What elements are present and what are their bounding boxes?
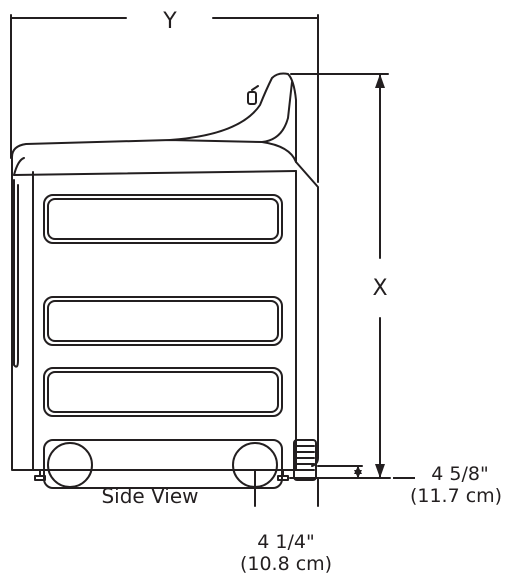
y-dimension-line bbox=[10, 14, 319, 183]
rear-clearance-imperial: 4 5/8" bbox=[431, 463, 488, 485]
side-view-caption: Side View bbox=[101, 484, 198, 508]
dimension-x-label: X bbox=[372, 276, 387, 301]
dryer-cabinet bbox=[11, 139, 319, 471]
control-console bbox=[169, 72, 297, 163]
foot-offset-imperial: 4 1/4" bbox=[257, 531, 314, 553]
x-arrow-bottom bbox=[375, 464, 385, 478]
x-arrow-top bbox=[375, 74, 385, 88]
vent-arrow-bottom bbox=[354, 470, 362, 478]
foot-offset-dimension bbox=[254, 469, 319, 507]
rear-clearance-metric: (11.7 cm) bbox=[410, 485, 502, 507]
foot-offset-metric: (10.8 cm) bbox=[240, 553, 332, 575]
dimension-y-label: Y bbox=[162, 9, 177, 34]
leveling-feet bbox=[34, 442, 289, 488]
side-panel-embossing bbox=[43, 194, 283, 489]
x-dimension-line bbox=[289, 73, 391, 479]
exhaust-vent bbox=[293, 439, 317, 481]
